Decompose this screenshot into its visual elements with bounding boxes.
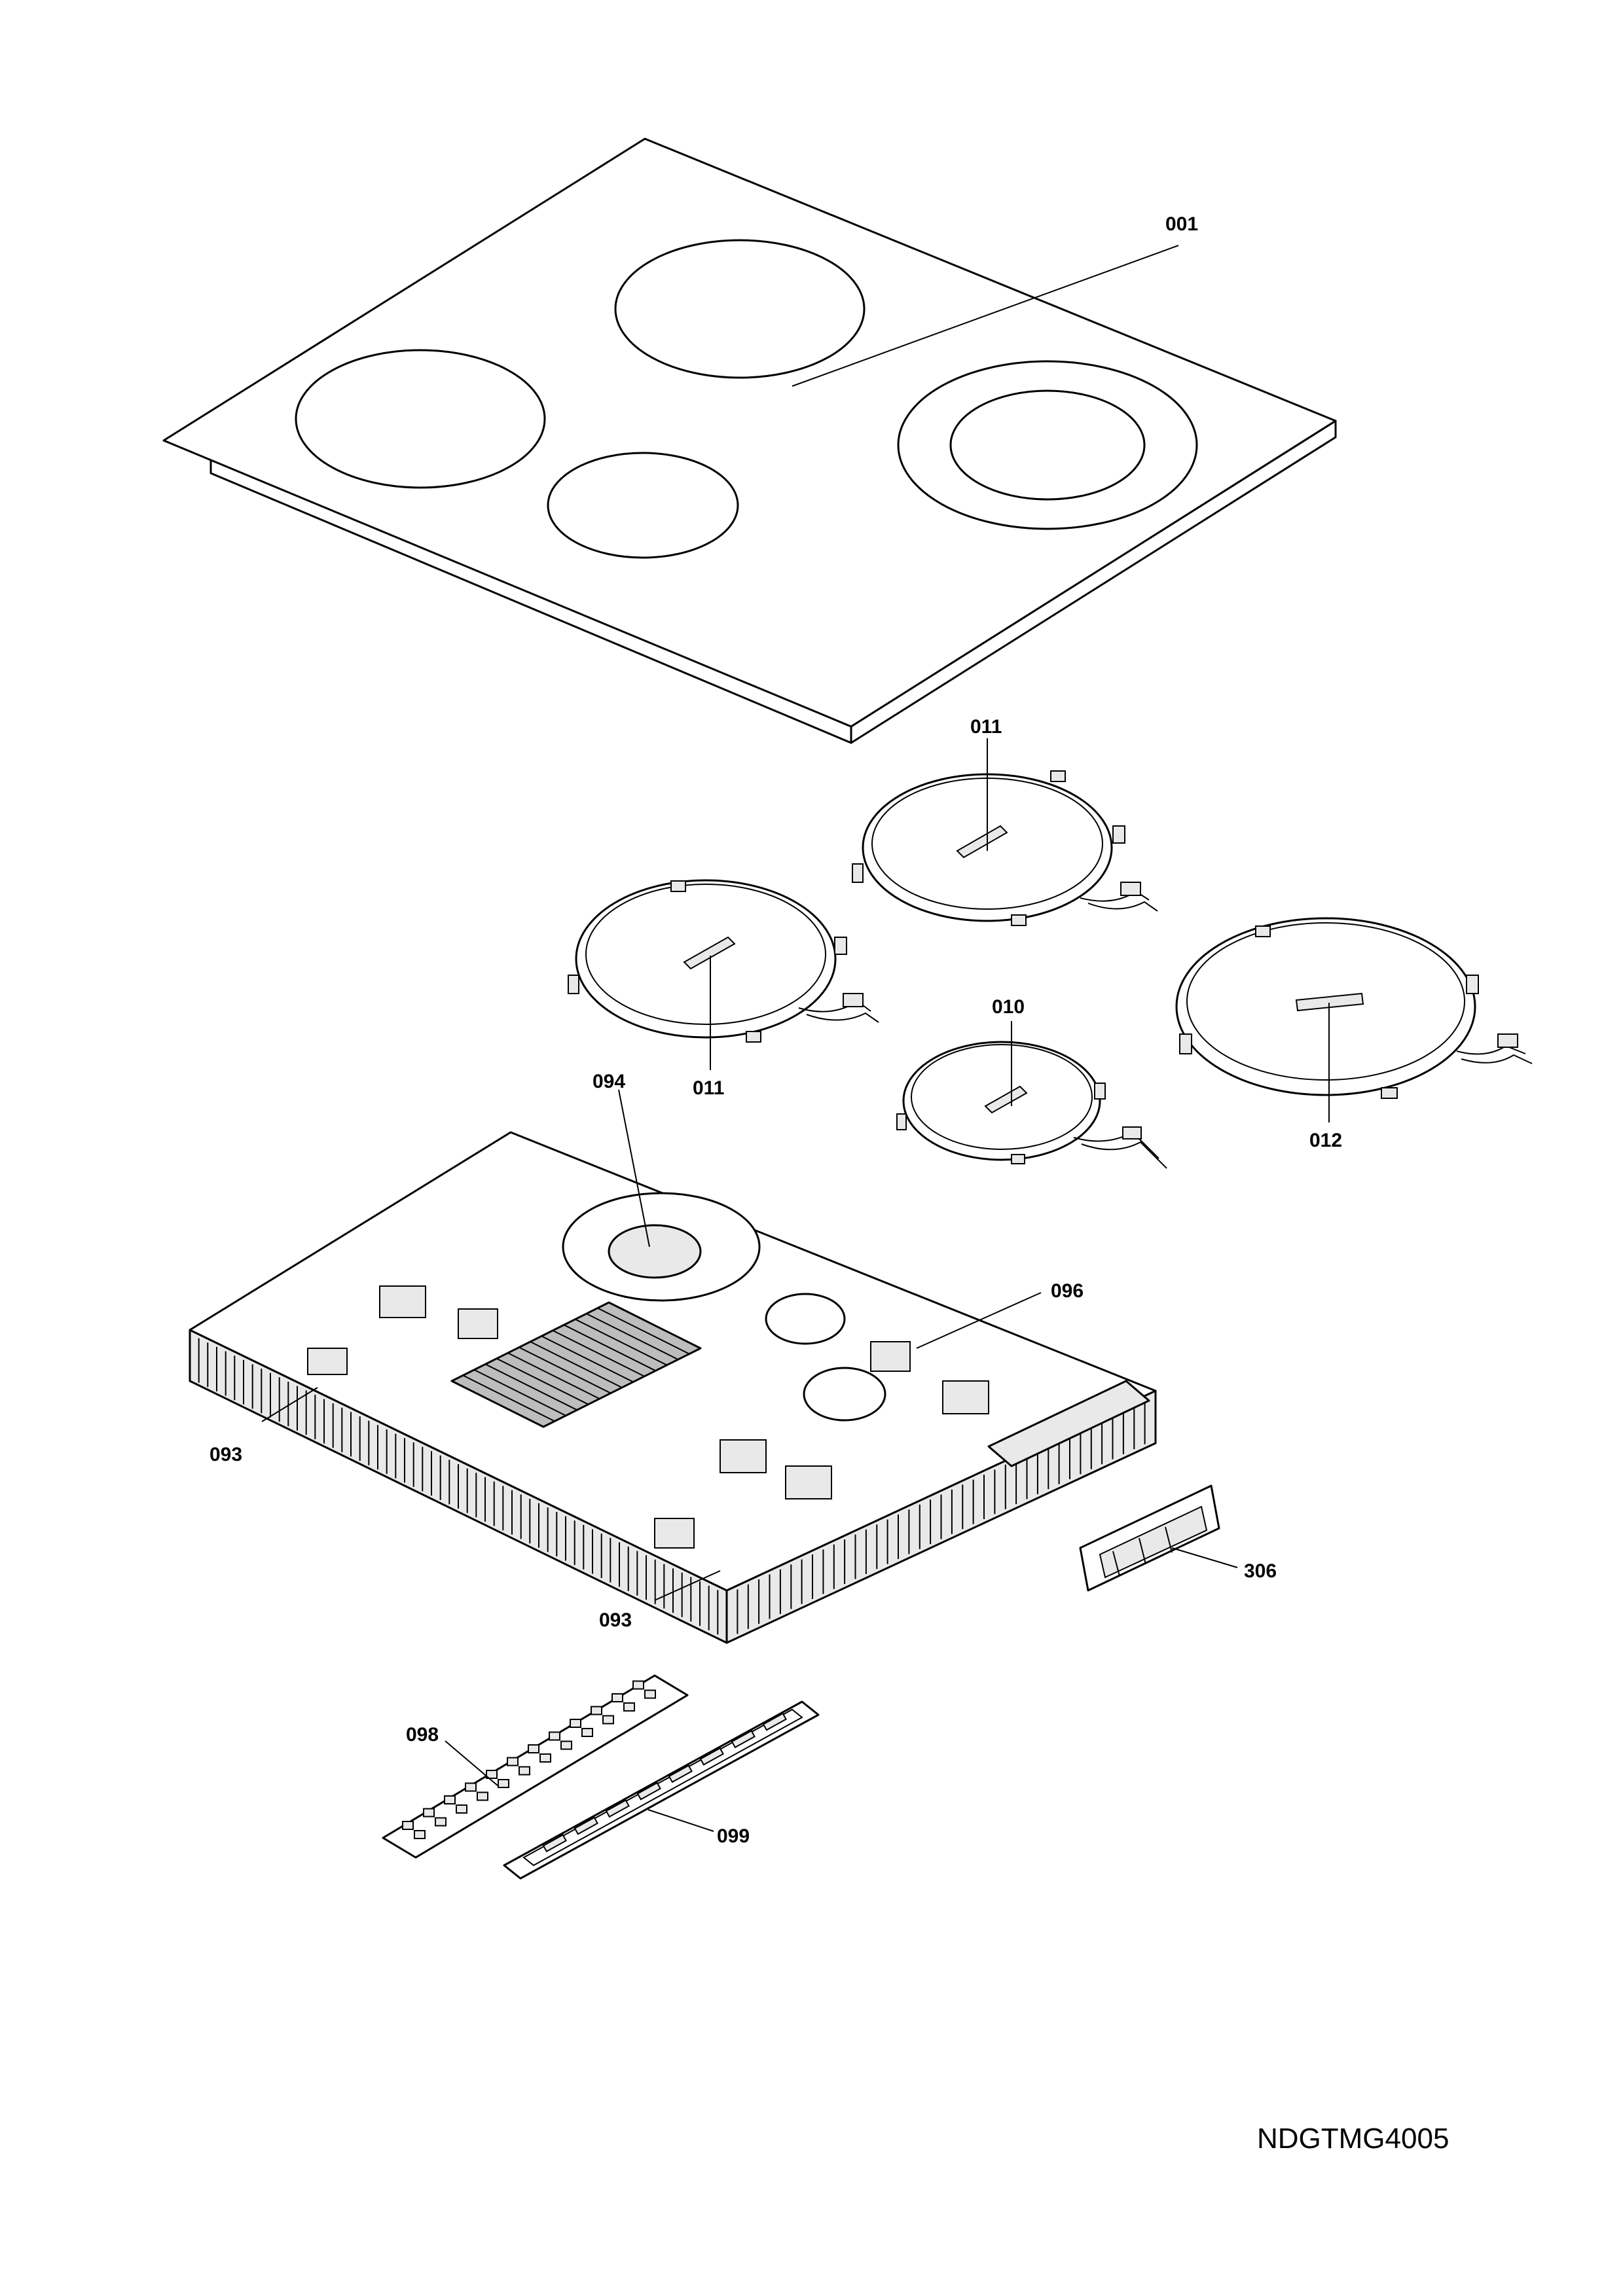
frame-slot bbox=[574, 1816, 598, 1835]
label-093-left: 093 bbox=[210, 1444, 242, 1465]
key-pad bbox=[581, 1728, 593, 1737]
label-010: 010 bbox=[992, 996, 1025, 1018]
key-pad bbox=[623, 1702, 635, 1712]
frame-slot bbox=[762, 1712, 787, 1731]
label-099: 099 bbox=[717, 1825, 750, 1847]
base-chassis-093 bbox=[189, 1131, 1157, 1644]
key-pad bbox=[549, 1731, 560, 1741]
label-001: 001 bbox=[1165, 213, 1198, 235]
leader-lines bbox=[261, 245, 1330, 1832]
induction-coil-011-left bbox=[568, 879, 879, 1043]
key-pad bbox=[414, 1830, 426, 1839]
key-pad bbox=[465, 1782, 477, 1792]
label-093-bottom: 093 bbox=[599, 1609, 632, 1631]
key-pad bbox=[435, 1817, 447, 1827]
burner-outline-top bbox=[614, 239, 866, 379]
label-012: 012 bbox=[1309, 1130, 1342, 1151]
glass-cooktop-001 bbox=[162, 137, 1337, 744]
key-pad bbox=[519, 1766, 530, 1776]
burner-outline-front bbox=[547, 452, 739, 559]
key-pad bbox=[486, 1770, 498, 1779]
burner-outline-right-inner bbox=[949, 389, 1146, 501]
key-pad bbox=[611, 1693, 623, 1702]
frame-slot bbox=[636, 1782, 661, 1801]
key-pad bbox=[423, 1808, 435, 1818]
connector-cover-306 bbox=[1079, 1484, 1220, 1592]
key-pad bbox=[498, 1779, 509, 1788]
key-pad bbox=[560, 1740, 572, 1750]
frame-slot bbox=[731, 1730, 756, 1749]
key-pad bbox=[456, 1804, 467, 1814]
label-011-top: 011 bbox=[970, 716, 1002, 738]
induction-coil-011-top bbox=[852, 770, 1158, 926]
control-board-098 bbox=[382, 1674, 689, 1859]
key-pad bbox=[632, 1680, 644, 1690]
key-pad bbox=[507, 1757, 519, 1767]
frame-slot bbox=[699, 1747, 724, 1766]
label-094: 094 bbox=[593, 1071, 625, 1092]
frame-slot bbox=[668, 1765, 693, 1784]
frame-slot bbox=[605, 1799, 630, 1818]
key-pad bbox=[602, 1715, 614, 1725]
key-pad bbox=[570, 1719, 581, 1728]
key-pad bbox=[477, 1791, 488, 1801]
key-pad bbox=[402, 1821, 414, 1830]
label-096: 096 bbox=[1051, 1280, 1084, 1302]
key-pad bbox=[528, 1744, 539, 1753]
part-labels: 001 011 011 010 012 094 096 093 093 306 … bbox=[210, 213, 1342, 1847]
label-011-left: 011 bbox=[693, 1077, 724, 1099]
label-306: 306 bbox=[1244, 1560, 1277, 1582]
frame-slot bbox=[542, 1834, 567, 1853]
keypad-frame-099 bbox=[503, 1700, 820, 1880]
drawing-code: NDGTMG4005 bbox=[1257, 2123, 1449, 2155]
key-pad bbox=[644, 1689, 656, 1699]
key-pad bbox=[591, 1706, 602, 1715]
burner-outline-right-outer bbox=[897, 360, 1198, 530]
key-pad bbox=[539, 1753, 551, 1763]
burner-outline-left bbox=[295, 349, 546, 489]
induction-coil-012 bbox=[1175, 917, 1533, 1099]
label-098: 098 bbox=[406, 1724, 439, 1746]
key-pad bbox=[444, 1795, 456, 1804]
induction-coil-010 bbox=[896, 1041, 1167, 1169]
